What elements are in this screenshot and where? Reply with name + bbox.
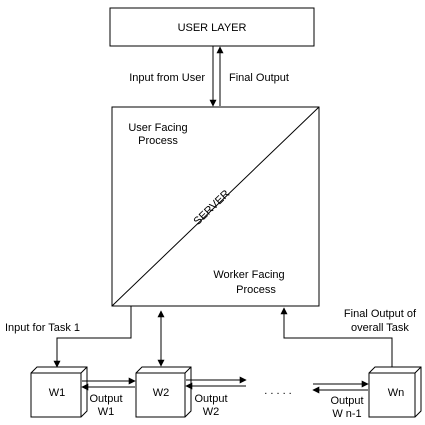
- output-w2-label-1: Output: [194, 393, 227, 405]
- user-layer-box: USER LAYER: [109, 7, 315, 47]
- w2-label: W2: [153, 387, 170, 399]
- worker-facing-label-2: Process: [236, 284, 276, 296]
- worker-w2: W2: [135, 366, 192, 418]
- user-facing-label-1: User Facing: [128, 122, 187, 134]
- worker-facing-label-1: Worker Facing: [213, 269, 284, 281]
- output-wn-label-2: W n-1: [332, 408, 361, 420]
- server-diagonal: [111, 106, 320, 307]
- user-facing-label-2: Process: [138, 135, 178, 147]
- server-box: SERVER User Facing Process Worker Facing…: [111, 106, 320, 307]
- final-task-label-2: overall Task: [351, 322, 409, 334]
- output-wn-label-1: Output: [330, 395, 363, 407]
- user-layer-label: USER LAYER: [178, 22, 247, 34]
- worker-ellipsis: . . . . .: [264, 385, 292, 397]
- input-from-user-label: Input from User: [129, 72, 205, 84]
- w1-label: W1: [49, 387, 66, 399]
- output-w1-label-1: Output: [89, 393, 122, 405]
- output-w1-label-2: W1: [98, 406, 115, 418]
- worker-wn: Wn: [368, 366, 422, 418]
- final-task-arrow: [280, 307, 393, 368]
- final-output-label: Final Output: [229, 72, 289, 84]
- worker-w1: W1: [30, 366, 88, 418]
- input-task-arrow: [53, 306, 132, 368]
- input-task-label: Input for Task 1: [5, 322, 80, 334]
- wn-label: Wn: [388, 387, 405, 399]
- final-task-label-1: Final Output of: [344, 308, 417, 320]
- output-w2-label-2: W2: [203, 406, 220, 418]
